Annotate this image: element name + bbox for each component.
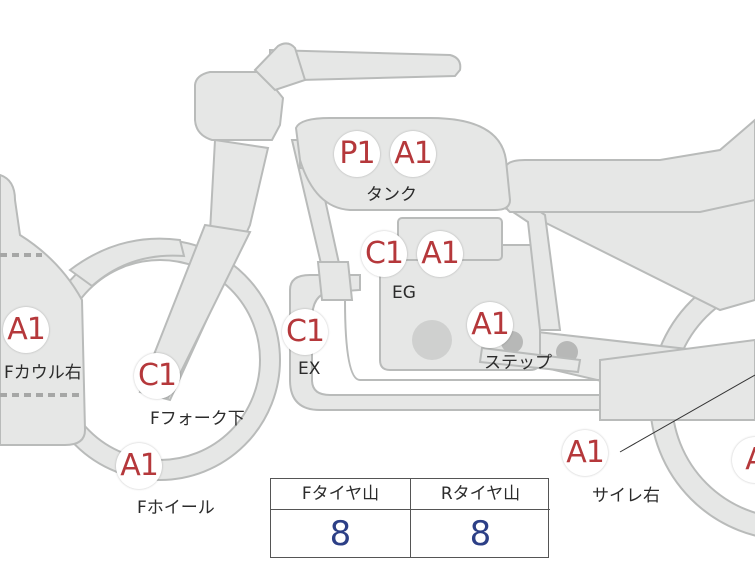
label-engine: EG (392, 283, 416, 303)
label-cowl: Fカウル右 (4, 363, 82, 383)
frame-lower-rail (316, 261, 354, 301)
marker-engine-a1: A1 (417, 231, 463, 277)
label-silencer: サイレ右 (592, 486, 660, 506)
front-tire-column: Fタイヤ山 8 (271, 479, 410, 557)
label-step: ステップ (484, 353, 552, 373)
mirror (253, 42, 307, 92)
marker-cowl-a1: A1 (3, 307, 49, 353)
front-tire-header: Fタイヤ山 (271, 479, 410, 510)
silencer (599, 338, 755, 421)
label-tank: タンク (366, 185, 417, 205)
seat (502, 118, 755, 213)
marker-exhaust-c1: C1 (282, 309, 328, 355)
headlight (194, 71, 285, 141)
marker-engine-c1: C1 (361, 231, 407, 277)
marker-fork-c1: C1 (134, 353, 180, 399)
footpeg-bar (478, 346, 582, 374)
rear-tire-column: Rタイヤ山 8 (410, 479, 550, 557)
marker-wheel-a1: A1 (116, 443, 162, 489)
label-wheel: Fホイール (137, 498, 215, 518)
marker-rear-a1: A (732, 437, 755, 483)
label-fork: Fフォーク下 (150, 409, 245, 429)
rear-tire-header: Rタイヤ山 (411, 479, 550, 510)
marker-silencer-a1: A1 (562, 430, 608, 476)
engine-cover (412, 320, 452, 360)
front-fender (68, 237, 186, 288)
marker-tank-p1: P1 (334, 131, 380, 177)
marker-tank-a1: A1 (390, 131, 436, 177)
front-cowl (0, 173, 87, 446)
rear-tire-value: 8 (469, 514, 492, 554)
handlebar (269, 48, 462, 82)
exhaust-pipe-lower (330, 299, 600, 381)
tire-tread-table: Fタイヤ山 8 Rタイヤ山 8 (270, 478, 550, 558)
label-exhaust: EX (298, 359, 321, 379)
front-tire-value: 8 (329, 514, 352, 554)
marker-step-a1: A1 (467, 302, 513, 348)
silencer-leader-line (619, 374, 755, 453)
